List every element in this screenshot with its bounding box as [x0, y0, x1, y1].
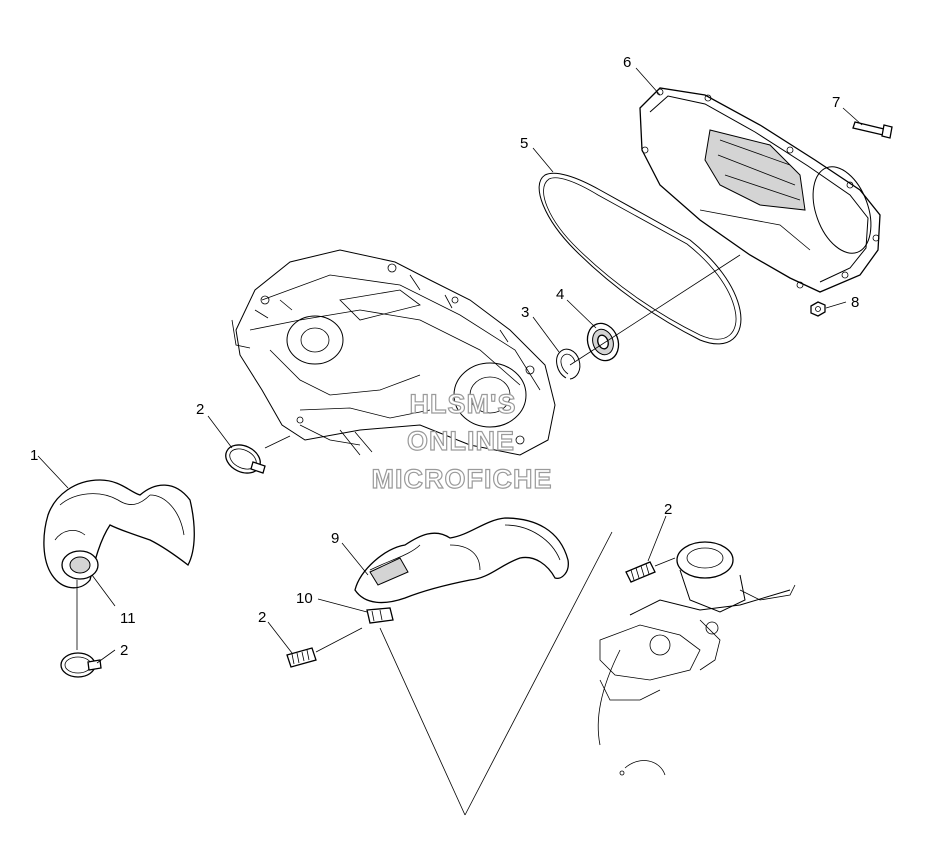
callout-2-clamp-bottom-left: 2 [120, 642, 128, 659]
watermark-line-3: MICROFICHE [372, 464, 553, 494]
intake-duct-illustration [43, 479, 195, 589]
engine-case-illustration [231, 249, 556, 456]
reference-v-lines [379, 531, 613, 816]
bearing-illustration [586, 322, 620, 362]
leader-lines [37, 67, 863, 664]
clutch-cover-illustration [639, 87, 881, 293]
callout-5: 5 [520, 135, 528, 152]
bolt-illustration [852, 121, 893, 139]
callout-2-spring-center: 2 [258, 609, 266, 626]
spring-clamp-illustration-c [286, 627, 363, 668]
callout-8: 8 [851, 294, 859, 311]
watermark-line-2: ONLINE [407, 426, 515, 456]
retaining-ring-illustration [556, 348, 581, 380]
screw-illustration [366, 607, 394, 624]
nut-illustration [810, 301, 826, 317]
carburetor-illustration [597, 541, 796, 776]
callout-1: 1 [30, 447, 38, 464]
callout-7: 7 [832, 94, 840, 111]
exhaust-duct-illustration [354, 517, 569, 604]
callout-9: 9 [331, 530, 339, 547]
cover-seal-illustration [538, 172, 742, 345]
callout-10: 10 [296, 590, 313, 607]
callout-11: 11 [120, 610, 136, 627]
watermark: HLSM'S ONLINE MICROFICHE [371, 388, 553, 494]
assembly-axis-line [569, 254, 741, 366]
callout-2-clamp-top: 2 [196, 401, 204, 418]
hose-clamp-illustration-b [60, 652, 102, 678]
hose-clamp-illustration-a [225, 435, 291, 474]
callout-4: 4 [556, 286, 564, 303]
callout-3: 3 [521, 304, 529, 321]
spring-clamp-illustration-d [625, 557, 676, 583]
callout-6: 6 [623, 54, 631, 71]
callout-2-spring-right: 2 [664, 501, 672, 518]
watermark-line-1: HLSM'S [410, 389, 517, 419]
